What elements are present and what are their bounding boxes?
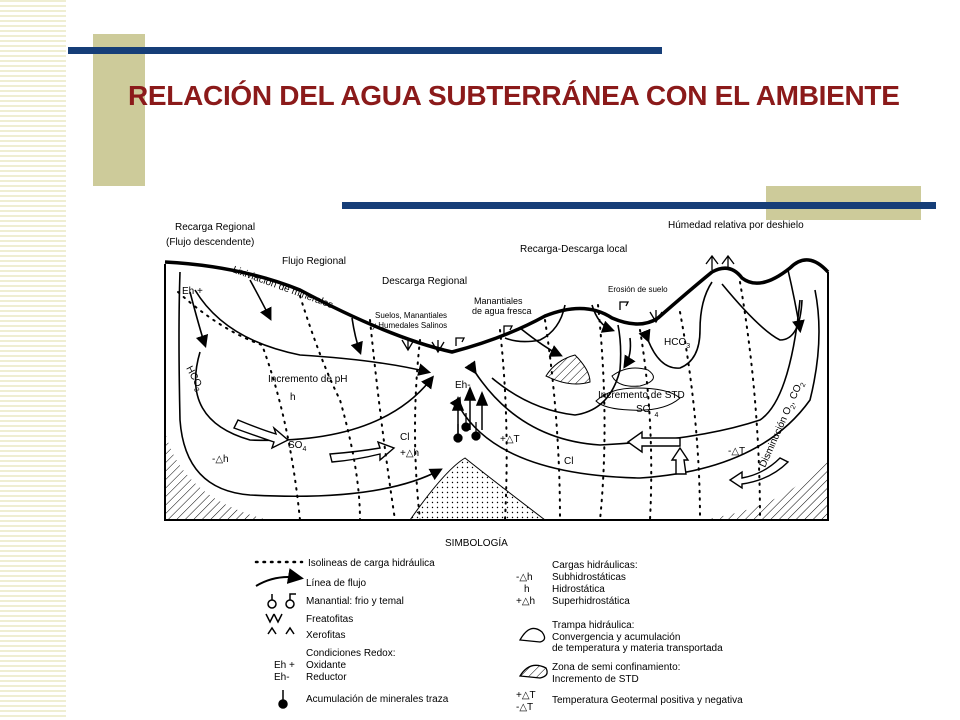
label-cl-2: Cl	[564, 456, 573, 467]
blue-bar-top	[68, 47, 662, 54]
spring-icon	[503, 325, 514, 334]
mineral-accumulation	[453, 413, 481, 443]
legend-convergencia: Convergencia y acumulación	[552, 632, 680, 643]
semiconfining-zone-1	[545, 354, 591, 385]
legend-linea-flujo: Línea de flujo	[306, 578, 366, 589]
legend-reductor: Reductor	[306, 672, 347, 683]
legend-xerofitas: Xerofitas	[306, 630, 345, 641]
legend-oxidante: Oxidante	[306, 660, 346, 671]
phreatophyte-icon	[431, 340, 445, 354]
label-suelos-2: y Humedales Salinos	[372, 321, 447, 330]
central-mound	[409, 457, 547, 521]
khaki-block-left	[93, 34, 145, 186]
svg-text:-△h: -△h	[516, 572, 533, 583]
bedrock-right	[700, 455, 828, 520]
legend-hidrostatica: Hidrostática	[552, 584, 605, 595]
legend-acumulacion: Acumulación de minerales traza	[306, 694, 449, 705]
label-descarga-regional: Descarga Regional	[382, 276, 467, 287]
label-minus-dh: -△h	[212, 454, 229, 465]
label-hco3-right: HCO3	[664, 337, 690, 350]
legend-title: SIMBOLOGÍA	[445, 536, 508, 549]
legend-temperatura-materia: de temperatura y materia transportada	[552, 643, 723, 654]
svg-text:+△T: +△T	[516, 690, 536, 701]
upward-arrows	[451, 386, 489, 440]
top-labels: Recarga Regional (Flujo descendente) Húm…	[166, 220, 804, 287]
legend-left-symbols	[254, 560, 304, 709]
legend-freatofitas: Freatofitas	[306, 614, 353, 625]
hydraulic-trap-2	[595, 387, 681, 411]
label-plus-dh: +△h	[400, 448, 419, 459]
label-eh-plus: Eh +	[182, 286, 203, 297]
label-humedad: Húmedad relativa por deshielo	[668, 220, 804, 231]
flow-lines	[178, 269, 820, 498]
legend-right-symbol-text: -△h h +△h +△T -△T	[516, 572, 536, 713]
phreatophyte-icon	[649, 310, 663, 324]
legend-right-symbols	[518, 627, 548, 679]
phreatophyte-icon	[401, 338, 415, 352]
label-manantiales-1: Manantiales	[474, 296, 523, 306]
legend-right: Cargas hidráulicas: Subhidrostáticas Hid…	[552, 560, 743, 706]
label-minus-dt: -△T	[728, 446, 745, 457]
label-incremento-std: Incremento de STD	[598, 390, 685, 401]
label-so4-left: SO4	[288, 440, 306, 453]
surface-symbols	[401, 254, 735, 354]
xerophyte-icon	[705, 254, 735, 270]
svg-text:+△h: +△h	[516, 596, 535, 607]
label-disminucion: Disminución O2, CO2	[758, 379, 808, 470]
label-h: h	[290, 392, 296, 403]
label-recarga-descarga-local: Recarga-Descarga local	[520, 244, 627, 255]
bedrock-left	[165, 432, 268, 520]
svg-text:Eh-: Eh-	[274, 672, 290, 683]
label-hco3-left: HCO3	[182, 364, 206, 393]
label-flujo-regional: Flujo Regional	[282, 256, 346, 267]
slide-title: RELACIÓN DEL AGUA SUBTERRÁNEA CON EL AMB…	[128, 80, 900, 111]
svg-text:Eh +: Eh +	[274, 660, 295, 671]
legend-superhidrostatica: Superhidrostática	[552, 596, 630, 607]
label-recarga-regional: Recarga Regional	[175, 222, 255, 233]
legend-left: Isolineas de carga hidráulica Línea de f…	[306, 558, 449, 705]
label-manantiales-2: de agua fresca	[472, 306, 532, 316]
legend-trampa: Trampa hidráulica:	[552, 620, 634, 631]
label-incremento-ph: Incremento de pH	[268, 374, 348, 385]
label-plus-dt: +△T	[500, 434, 520, 445]
legend-left-symbol-text: Eh + Eh-	[274, 660, 295, 683]
label-suelos-1: Suelos, Manantiales	[375, 311, 447, 320]
legend-redox: Condiciones Redox:	[306, 648, 396, 659]
label-erosion: Erosión de suelo	[608, 285, 668, 294]
legend-cargas: Cargas hidráulicas:	[552, 560, 638, 571]
label-cl-1: Cl	[400, 432, 409, 443]
spring-icon	[619, 301, 630, 310]
legend-temperatura-geotermal: Temperatura Geotermal positiva y negativ…	[552, 695, 743, 706]
label-flujo-descendente: (Flujo descendente)	[166, 237, 254, 248]
label-so4-right: SO4	[636, 404, 658, 419]
hydraulic-isolines	[177, 281, 761, 521]
svg-text:h: h	[524, 584, 530, 595]
blue-bar-bottom	[342, 202, 936, 209]
legend-semiconfinamiento: Zona de semi confinamiento:	[552, 662, 680, 673]
legend-manantial: Manantial: frio y temal	[306, 596, 404, 607]
label-lixiviacion: Lixiviación de minerales	[231, 264, 335, 311]
label-eh-minus: Eh-	[455, 380, 471, 391]
legend-isolineas: Isolineas de carga hidráulica	[308, 558, 435, 569]
block-arrows	[233, 419, 790, 490]
svg-text:-△T: -△T	[516, 702, 533, 713]
striped-margin	[0, 0, 66, 720]
spring-icon	[455, 337, 466, 346]
legend-incremento-std: Incremento de STD	[552, 674, 639, 685]
legend-subhidrostaticas: Subhidrostáticas	[552, 572, 626, 583]
ground-surface	[164, 258, 830, 354]
